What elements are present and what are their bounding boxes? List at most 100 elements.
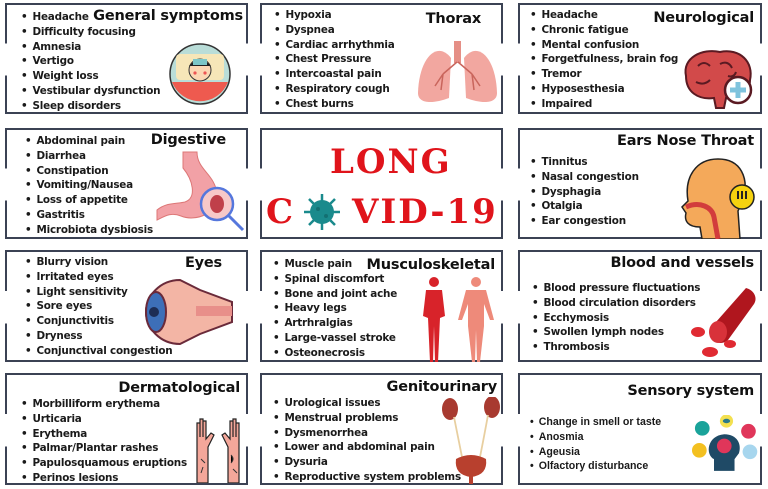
list-item: Artrhralgias — [273, 316, 397, 331]
list-item: Spinal discomfort — [273, 272, 397, 287]
general-symptoms-box: General symptoms Headache Difficulty foc… — [5, 3, 248, 114]
box-title: Dermatological — [118, 380, 240, 396]
title-vid19: VID-19 — [352, 192, 498, 232]
list-item: Forgetfulness, brain fog — [530, 52, 678, 67]
list-item: Diarrhea — [25, 149, 153, 164]
symptom-list: Hypoxia Dyspnea Cardiac arrhythmia Chest… — [274, 8, 395, 112]
list-item: Dysuria — [273, 455, 461, 470]
symptom-list: Blurry vision Irritated eyes Light sensi… — [25, 255, 172, 359]
list-item: Conjunctival congestion — [25, 344, 172, 359]
list-item: Urological issues — [273, 396, 461, 411]
list-item: Constipation — [25, 164, 153, 179]
symptom-list: Tinnitus Nasal congestion Dysphagia Otal… — [530, 155, 639, 229]
list-item: Chest Pressure — [274, 52, 395, 67]
list-item: Dysphagia — [530, 185, 639, 200]
long-covid-title-box: LONG C VID-19 — [260, 128, 503, 239]
list-item: Intercoastal pain — [274, 67, 395, 82]
eyeball-icon — [144, 278, 233, 346]
blood-vessels-box: Blood and vessels Blood pressure fluctua… — [518, 250, 762, 362]
list-item: Bone and joint ache — [273, 287, 397, 302]
list-item: Olfactory disturbance — [530, 459, 661, 474]
list-item: Cardiac arrhythmia — [274, 38, 394, 53]
list-item: Ear congestion — [530, 214, 639, 229]
thorax-box: Thorax Hypoxia Dyspnea Cardiac arrhythmi… — [260, 3, 503, 114]
sensory-system-box: Sensory system Change in smell or taste … — [518, 373, 762, 485]
symptom-list: Abdominal pain Diarrhea Constipation Vom… — [25, 134, 153, 238]
list-item: Tremor — [530, 67, 678, 82]
blood-vessel-icon — [691, 288, 756, 357]
list-item: Dysmenorrhea — [273, 426, 461, 441]
symptom-list: Urological issues Menstrual problems Dys… — [273, 396, 461, 485]
virus-icon — [304, 194, 340, 230]
box-title: Genitourinary — [386, 379, 498, 395]
symptom-list: Change in smell or taste Anosmia Ageusia… — [530, 415, 661, 474]
box-title: Blood and vessels — [610, 255, 755, 271]
genitourinary-box: Genitourinary Urological issues Menstrua… — [260, 373, 503, 485]
list-item: Respiratory cough — [274, 82, 395, 97]
box-title: Eyes — [184, 255, 222, 271]
list-item: Sore eyes — [25, 299, 172, 314]
list-item: Muscle pain — [273, 257, 397, 272]
list-item: Mental confusion — [530, 38, 678, 53]
dermatological-box: Dermatological Morbilliform erythema Urt… — [5, 373, 248, 485]
list-item: Menstrual problems — [273, 411, 461, 426]
list-item: Headache — [21, 10, 160, 25]
senses-head-icon — [692, 415, 758, 471]
list-item: Irritated eyes — [25, 270, 172, 285]
list-item: Ageusia — [530, 445, 661, 460]
list-item: Swollen lymph nodes — [532, 325, 700, 340]
eyes-box: Eyes Blurry vision Irritated eyes Light … — [5, 250, 248, 362]
list-item: Morbilliform erythema — [21, 397, 187, 412]
neurological-box: Neurological Headache Chronic fatigue Me… — [518, 3, 762, 114]
digestive-box: Digestive Abdominal pain Diarrhea Consti… — [5, 128, 248, 239]
list-item: Nasal congestion — [530, 170, 639, 185]
list-item: Microbiota dysbiosis — [25, 223, 153, 238]
list-item: Loss of appetite — [25, 193, 153, 208]
list-item: Difficulty focusing — [21, 25, 160, 40]
list-item: Heavy legs — [273, 301, 397, 316]
list-item: Otalgia — [530, 199, 639, 214]
list-item: Amnesia — [21, 40, 160, 55]
kidneys-bladder-icon — [442, 397, 500, 484]
list-item: Change in smell or taste — [530, 415, 661, 430]
head-throat-icon — [681, 158, 755, 239]
list-item: Light sensitivity — [25, 285, 172, 300]
box-title: Ears Nose Throat — [617, 133, 754, 149]
list-item: Gastritis — [25, 208, 153, 223]
symptom-list: Headache Difficulty focusing Amnesia Ver… — [21, 10, 160, 114]
box-title: Thorax — [425, 11, 481, 27]
title-long: LONG — [330, 142, 452, 182]
list-item: Sleep disorders — [21, 99, 160, 114]
box-title: Sensory system — [627, 383, 754, 399]
list-item: Vestibular dysfunction — [21, 84, 160, 99]
musculoskeletal-box: Musculoskeletal Muscle pain Spinal disco… — [260, 250, 503, 362]
hands-rash-icon — [196, 418, 240, 483]
list-item: Large-vassel stroke — [273, 331, 397, 346]
lungs-icon — [418, 41, 497, 103]
list-item: Reproductive system problems — [273, 470, 461, 485]
list-item: Headache — [530, 8, 678, 23]
ears-nose-throat-box: Ears Nose Throat Tinnitus Nasal congesti… — [518, 128, 762, 239]
symptom-list: Blood pressure fluctuations Blood circul… — [532, 281, 700, 355]
list-item: Palmar/Plantar rashes — [21, 441, 187, 456]
list-item: Chest burns — [274, 97, 395, 112]
list-item: Vertigo — [21, 54, 160, 69]
brain-icon — [684, 50, 753, 109]
list-item: Thrombosis — [532, 340, 700, 355]
list-item: Perinos lesions — [21, 471, 187, 486]
symptom-list: Morbilliform erythema Urticaria Erythema… — [21, 397, 187, 486]
list-item: Ecchymosis — [532, 311, 700, 326]
list-item: Blood pressure fluctuations — [532, 281, 700, 296]
list-item: Papulosquamous eruptions — [21, 456, 187, 471]
box-title: Neurological — [653, 10, 754, 26]
symptom-list: Headache Chronic fatigue Mental confusio… — [530, 8, 678, 112]
list-item: Urticaria — [21, 412, 187, 427]
list-item: Anosmia — [530, 430, 661, 445]
symptom-list: Muscle pain Spinal discomfort Bone and j… — [273, 257, 397, 361]
list-item: Blurry vision — [25, 255, 172, 270]
list-item: Tinnitus — [530, 155, 639, 170]
list-item: Dyspnea — [274, 23, 395, 38]
list-item: Impaired — [530, 97, 678, 112]
sick-person-in-bed-icon — [169, 43, 231, 105]
list-item: Hyposesthesia — [530, 82, 678, 97]
